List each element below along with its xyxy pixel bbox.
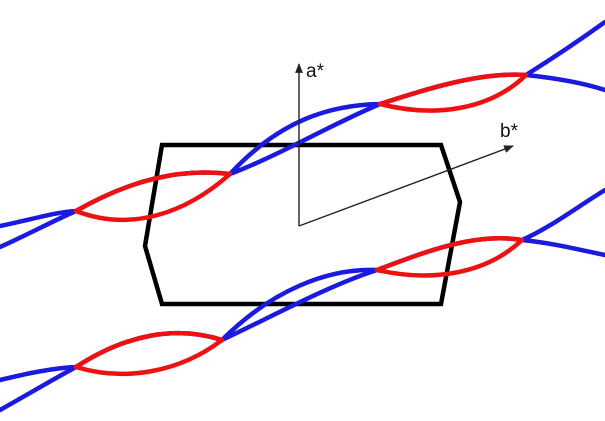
lower-band-red-strand-2	[73, 237, 525, 377]
lower-helix-band	[0, 187, 605, 413]
b-star-axis-arrow	[298, 145, 514, 227]
b-star-label: b*	[500, 121, 519, 142]
lower-band-blue-strand-1	[0, 187, 605, 383]
lower-band-blue-strand-2	[0, 237, 605, 413]
a-star-label: a*	[306, 61, 325, 82]
upper-band-red-strand-1	[73, 72, 529, 214]
zone-outline	[142, 142, 463, 307]
upper-band-blue-strand-2	[0, 72, 605, 250]
upper-helix-band	[0, 19, 605, 250]
upper-band-red-strand-2	[73, 72, 529, 223]
lower-band-red-strand-1	[73, 235, 525, 370]
